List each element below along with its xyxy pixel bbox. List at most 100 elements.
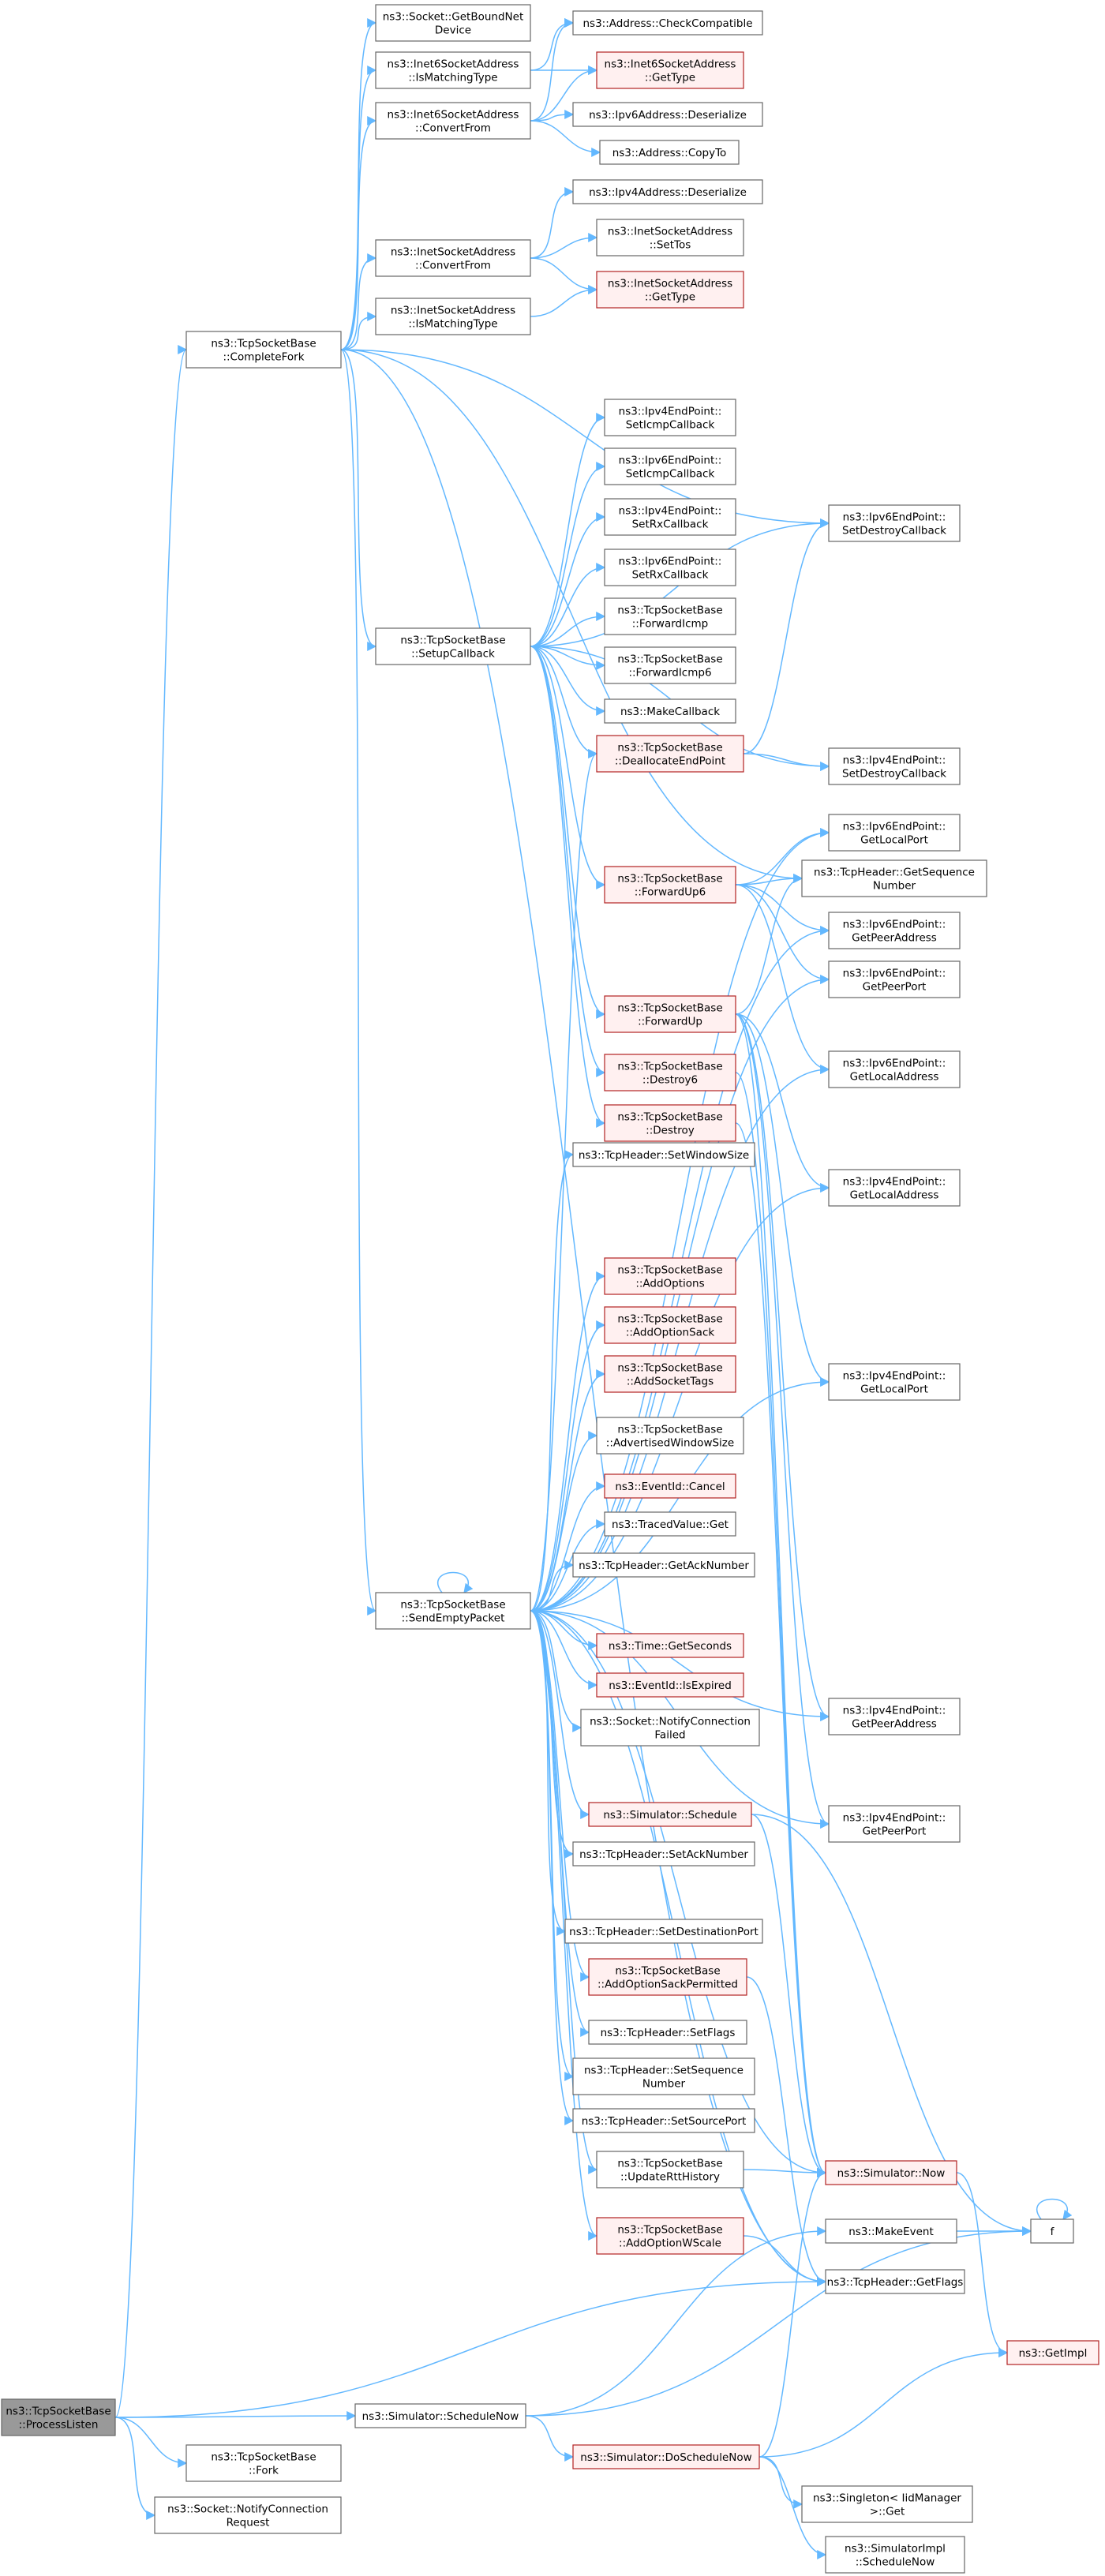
node-advertisedWindowSize[interactable]: ns3::TcpSocketBase::AdvertisedWindowSize bbox=[596, 1417, 744, 1455]
edge-doScheduleNow-to-simNow bbox=[759, 2168, 827, 2458]
node-label: ns3::Ipv6EndPoint:: bbox=[843, 919, 946, 931]
node-simImplScheduleNow[interactable]: ns3::SimulatorImpl::ScheduleNow bbox=[825, 2536, 965, 2574]
node-layer: ns3::TcpSocketBase::ProcessListenns3::Tc… bbox=[1, 4, 1099, 2574]
node-label: GetLocalPort bbox=[860, 1383, 928, 1396]
node-inetConvertFrom[interactable]: ns3::InetSocketAddress::ConvertFrom bbox=[375, 239, 531, 277]
edge-simSchedule-to-simNow bbox=[751, 1814, 827, 2177]
node-ipv4SetIcmp[interactable]: ns3::Ipv4EndPoint::SetIcmpCallback bbox=[604, 399, 736, 436]
node-setDestPort[interactable]: ns3::TcpHeader::SetDestinationPort bbox=[564, 1919, 763, 1944]
node-ipv4SetDestroy[interactable]: ns3::Ipv4EndPoint::SetDestroyCallback bbox=[828, 747, 961, 785]
node-box bbox=[1030, 2218, 1074, 2244]
node-box bbox=[596, 1633, 744, 1658]
node-label: ns3::TcpHeader::GetSequence bbox=[814, 867, 975, 879]
edge-setupCallback-to-destroy bbox=[530, 646, 606, 1128]
node-label: ns3::Ipv4Address::Deserialize bbox=[589, 186, 747, 199]
node-tracedGet[interactable]: ns3::TracedValue::Get bbox=[604, 1511, 736, 1537]
node-ipv6Deserialize[interactable]: ns3::Ipv6Address::Deserialize bbox=[572, 102, 763, 127]
node-ipv6GetPeerPort[interactable]: ns3::Ipv6EndPoint::GetPeerPort bbox=[828, 960, 961, 998]
node-f[interactable]: f bbox=[1030, 2218, 1074, 2244]
node-inet6ConvertFrom[interactable]: ns3::Inet6SocketAddress::ConvertFrom bbox=[375, 102, 531, 140]
node-eventIsExpired[interactable]: ns3::EventId::IsExpired bbox=[596, 1672, 744, 1698]
node-singletonGet[interactable]: ns3::Singleton< IidManager>::Get bbox=[801, 2485, 973, 2523]
node-label: ns3::InetSocketAddress bbox=[391, 305, 515, 317]
node-box bbox=[375, 1592, 531, 1630]
node-simNow[interactable]: ns3::Simulator::Now bbox=[825, 2160, 957, 2185]
node-forwardUp6[interactable]: ns3::TcpSocketBase::ForwardUp6 bbox=[604, 866, 736, 904]
edge-setupCallback-to-destroy6 bbox=[530, 646, 606, 1077]
node-setAckNumber[interactable]: ns3::TcpHeader::SetAckNumber bbox=[572, 1841, 755, 1866]
node-label: ::Destroy bbox=[646, 1125, 695, 1137]
node-inetSetTos[interactable]: ns3::InetSocketAddress::SetTos bbox=[596, 219, 744, 256]
node-processListen[interactable]: ns3::TcpSocketBase::ProcessListen bbox=[1, 2398, 116, 2436]
node-completeFork[interactable]: ns3::TcpSocketBase::CompleteFork bbox=[185, 331, 342, 369]
node-getAckNumber[interactable]: ns3::TcpHeader::GetAckNumber bbox=[572, 1552, 755, 1578]
edge-completeFork-to-inetConvertFrom bbox=[340, 253, 377, 350]
node-label: ns3::TcpSocketBase bbox=[617, 2158, 722, 2170]
node-label: ns3::TcpSocketBase bbox=[617, 742, 722, 754]
node-addSocketTags[interactable]: ns3::TcpSocketBase::AddSocketTags bbox=[604, 1355, 736, 1393]
node-ipv6GetPeerAddress[interactable]: ns3::Ipv6EndPoint::GetPeerAddress bbox=[828, 912, 961, 949]
node-addOptions[interactable]: ns3::TcpSocketBase::AddOptions bbox=[604, 1257, 736, 1295]
node-scheduleNow[interactable]: ns3::Simulator::ScheduleNow bbox=[354, 2403, 526, 2428]
node-doScheduleNow[interactable]: ns3::Simulator::DoScheduleNow bbox=[572, 2444, 760, 2469]
node-setFlags[interactable]: ns3::TcpHeader::SetFlags bbox=[588, 2020, 747, 2045]
node-destroy[interactable]: ns3::TcpSocketBase::Destroy bbox=[604, 1104, 736, 1142]
node-ipv6SetDestroy[interactable]: ns3::Ipv6EndPoint::SetDestroyCallback bbox=[828, 504, 961, 542]
node-getFlags[interactable]: ns3::TcpHeader::GetFlags bbox=[825, 2269, 965, 2294]
edge-inetConvertFrom-to-inetGetType bbox=[530, 257, 598, 294]
node-ipv4GetLocalAddress[interactable]: ns3::Ipv4EndPoint::GetLocalAddress bbox=[828, 1169, 961, 1207]
node-inetIsMatching[interactable]: ns3::InetSocketAddress::IsMatchingType bbox=[375, 298, 531, 335]
node-label: ns3::TcpSocketBase bbox=[211, 2451, 316, 2464]
node-sendEmptyPacket[interactable]: ns3::TcpSocketBase::SendEmptyPacket bbox=[375, 1592, 531, 1630]
node-ipv4GetPeerPort[interactable]: ns3::Ipv4EndPoint::GetPeerPort bbox=[828, 1805, 961, 1843]
node-makeCallback[interactable]: ns3::MakeCallback bbox=[604, 698, 736, 724]
node-label: ns3::Simulator::Now bbox=[837, 2167, 946, 2180]
node-eventCancel[interactable]: ns3::EventId::Cancel bbox=[604, 1473, 736, 1499]
edge-setupCallback-to-forwardUp bbox=[530, 646, 606, 1019]
node-inetGetType[interactable]: ns3::InetSocketAddress::GetType bbox=[596, 271, 744, 309]
node-inet6IsMatching[interactable]: ns3::Inet6SocketAddress::IsMatchingType bbox=[375, 51, 531, 89]
node-getImpl[interactable]: ns3::GetImpl bbox=[1006, 2340, 1099, 2365]
node-ipv6SetIcmp[interactable]: ns3::Ipv6EndPoint::SetIcmpCallback bbox=[604, 447, 736, 485]
node-updateRttHistory[interactable]: ns3::TcpSocketBase::UpdateRttHistory bbox=[596, 2151, 744, 2188]
node-label: ns3::TcpSocketBase bbox=[617, 605, 722, 617]
node-setSourcePort[interactable]: ns3::TcpHeader::SetSourcePort bbox=[572, 2108, 755, 2133]
node-forwardIcmp6[interactable]: ns3::TcpSocketBase::ForwardIcmp6 bbox=[604, 646, 736, 684]
node-ipv6GetLocalAddress[interactable]: ns3::Ipv6EndPoint::GetLocalAddress bbox=[828, 1050, 961, 1088]
node-timeGetSeconds[interactable]: ns3::Time::GetSeconds bbox=[596, 1633, 744, 1658]
node-label: ns3::Ipv6EndPoint:: bbox=[843, 968, 946, 980]
node-addOptionWScale[interactable]: ns3::TcpSocketBase::AddOptionWScale bbox=[596, 2217, 744, 2255]
node-ipv4GetPeerAddress[interactable]: ns3::Ipv4EndPoint::GetPeerAddress bbox=[828, 1698, 961, 1735]
node-simSchedule[interactable]: ns3::Simulator::Schedule bbox=[588, 1802, 752, 1827]
node-inet6GetType[interactable]: ns3::Inet6SocketAddress::GetType bbox=[596, 51, 744, 89]
node-label: ns3::InetSocketAddress bbox=[391, 246, 515, 259]
node-label: ns3::EventId::Cancel bbox=[615, 1481, 725, 1493]
node-ipv4SetRx[interactable]: ns3::Ipv4EndPoint::SetRxCallback bbox=[604, 498, 736, 536]
node-setWindowSize[interactable]: ns3::TcpHeader::SetWindowSize bbox=[572, 1142, 755, 1167]
node-label: Number bbox=[873, 880, 916, 893]
edge-forwardUp-to-ipv4GetPeerPort bbox=[735, 1013, 830, 1829]
node-ipv4Deserialize[interactable]: ns3::Ipv4Address::Deserialize bbox=[572, 179, 763, 204]
node-addOptionSack[interactable]: ns3::TcpSocketBase::AddOptionSack bbox=[604, 1306, 736, 1344]
node-destroy6[interactable]: ns3::TcpSocketBase::Destroy6 bbox=[604, 1054, 736, 1091]
node-ipv6SetRx[interactable]: ns3::Ipv6EndPoint::SetRxCallback bbox=[604, 549, 736, 586]
node-box bbox=[596, 271, 744, 309]
node-checkCompatible[interactable]: ns3::Address::CheckCompatible bbox=[572, 10, 763, 36]
node-forwardUp[interactable]: ns3::TcpSocketBase::ForwardUp bbox=[604, 995, 736, 1033]
node-ipv4GetLocalPort[interactable]: ns3::Ipv4EndPoint::GetLocalPort bbox=[828, 1363, 961, 1401]
node-setupCallback[interactable]: ns3::TcpSocketBase::SetupCallback bbox=[375, 627, 531, 665]
node-makeEvent[interactable]: ns3::MakeEvent bbox=[825, 2218, 957, 2244]
node-fork[interactable]: ns3::TcpSocketBase::Fork bbox=[185, 2444, 342, 2482]
node-addOptionSackPermitted[interactable]: ns3::TcpSocketBase::AddOptionSackPermitt… bbox=[588, 1958, 747, 1996]
node-addressCopyTo[interactable]: ns3::Address::CopyTo bbox=[599, 140, 740, 165]
node-forwardIcmp[interactable]: ns3::TcpSocketBase::ForwardIcmp bbox=[604, 597, 736, 635]
node-deallocateEndPoint[interactable]: ns3::TcpSocketBase::DeallocateEndPoint bbox=[596, 735, 744, 773]
node-label: ns3::TcpSocketBase bbox=[617, 873, 722, 886]
node-ipv6GetLocalPort[interactable]: ns3::Ipv6EndPoint::GetLocalPort bbox=[828, 814, 961, 852]
edge-sendEmptyPacket-to-addOptions bbox=[530, 1271, 606, 1612]
